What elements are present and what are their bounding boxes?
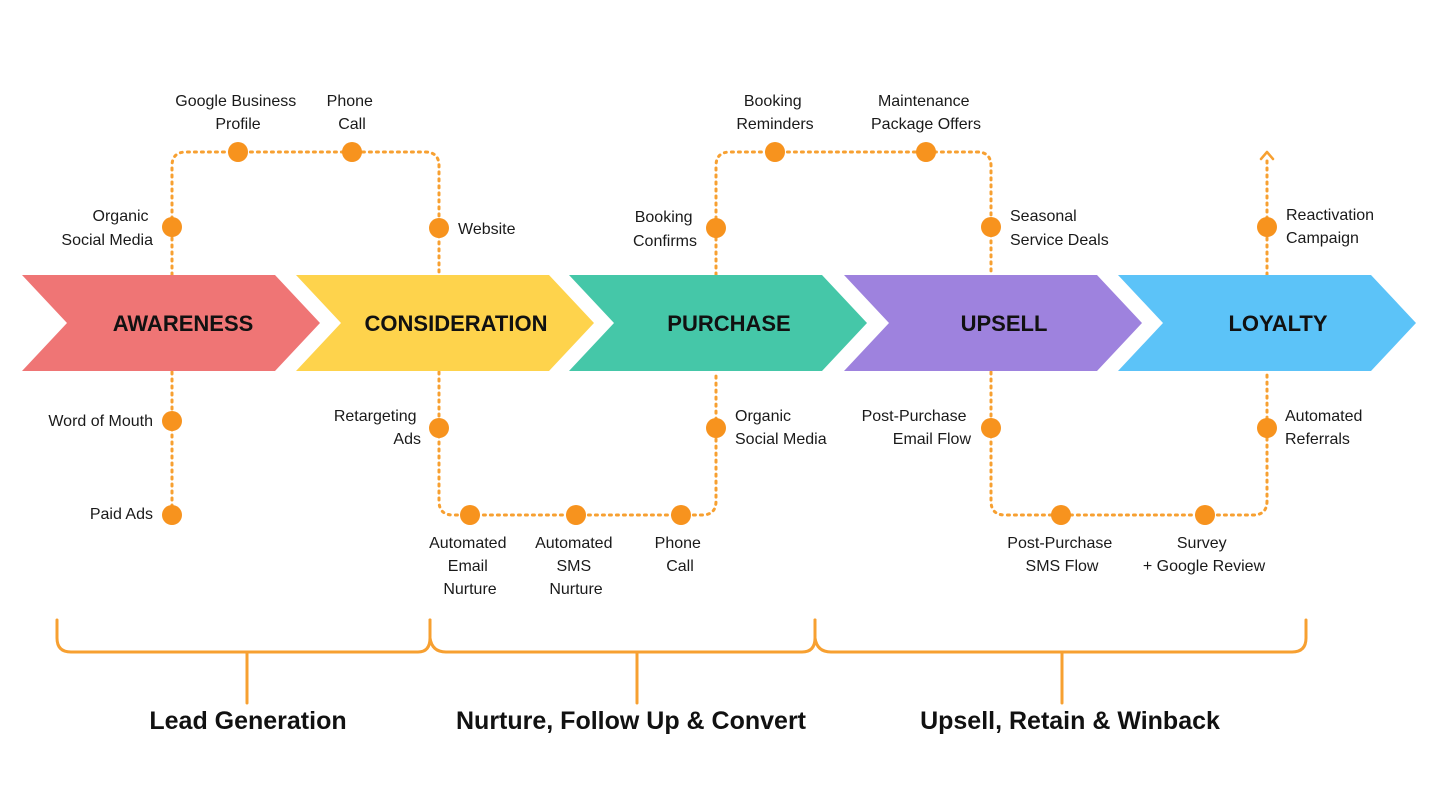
path-consideration-purchase-bottom [437, 370, 718, 517]
brace-nurture-convert [428, 618, 817, 705]
node-reactivation-campaign [1257, 217, 1277, 237]
label-survey-google-review: Survey + Google Review [1143, 535, 1266, 575]
label-website: Website [458, 221, 516, 238]
stage-purchase-chevron [569, 275, 867, 371]
node-automated-email-nurture [460, 505, 480, 525]
brace-upsell-retain [813, 618, 1308, 705]
label-automated-email-nurture: Automated Email Nurture [429, 535, 511, 598]
node-phone-call-bottom [671, 505, 691, 525]
node-maintenance-package-offers [916, 142, 936, 162]
path-awareness-top [170, 150, 441, 277]
node-phone-call-top [342, 142, 362, 162]
node-post-purchase-email-flow [981, 418, 1001, 438]
node-organic-social-top [162, 217, 182, 237]
group-lead-generation-label: Lead Generation [149, 707, 346, 735]
node-word-of-mouth [162, 411, 182, 431]
label-retargeting-ads: Retargeting Ads [334, 408, 421, 448]
label-automated-sms-nurture: Automated SMS Nurture [535, 535, 617, 598]
stage-awareness-label: AWARENESS [113, 311, 254, 336]
stage-consideration-label: CONSIDERATION [365, 311, 548, 336]
label-post-purchase-email-flow: Post-Purchase Email Flow [862, 408, 972, 448]
stage-upsell-label: UPSELL [961, 311, 1048, 336]
label-word-of-mouth: Word of Mouth [48, 413, 153, 430]
node-retargeting-ads [429, 418, 449, 438]
brace-lead-generation [55, 618, 432, 705]
stage-upsell-chevron [844, 275, 1142, 371]
node-survey-google-review [1195, 505, 1215, 525]
group-upsell-retain-label: Upsell, Retain & Winback [920, 707, 1220, 735]
node-website [429, 218, 449, 238]
stage-consideration-chevron [296, 275, 594, 371]
path-upsell-loyalty-bottom [989, 370, 1269, 517]
node-automated-referrals [1257, 418, 1277, 438]
node-organic-social-bottom [706, 418, 726, 438]
label-seasonal-service-deals: Seasonal Service Deals [1010, 208, 1109, 249]
node-seasonal-service-deals [981, 217, 1001, 237]
node-booking-reminders [765, 142, 785, 162]
stage-loyalty-label: LOYALTY [1228, 311, 1327, 336]
node-paid-ads [162, 505, 182, 525]
stage-purchase-label: PURCHASE [667, 311, 790, 336]
stage-loyalty-chevron [1118, 275, 1416, 371]
stage-awareness-chevron [22, 275, 320, 371]
node-post-purchase-sms-flow [1051, 505, 1071, 525]
node-google-business-profile [228, 142, 248, 162]
node-booking-confirms [706, 218, 726, 238]
label-paid-ads: Paid Ads [90, 506, 153, 523]
label-organic-social-top: Organic Social Media [61, 208, 153, 249]
group-nurture-convert-label: Nurture, Follow Up & Convert [456, 707, 807, 735]
label-phone-call-bottom: Phone Call [655, 535, 706, 575]
label-booking-confirms: Booking Confirms [633, 209, 697, 250]
path-purchase-upsell-top [714, 150, 993, 277]
label-post-purchase-sms-flow: Post-Purchase SMS Flow [1007, 535, 1116, 575]
label-automated-referrals: Automated Referrals [1285, 408, 1367, 448]
node-automated-sms-nurture [566, 505, 586, 525]
label-phone-call-top: Phone Call [327, 93, 378, 133]
label-organic-social-bottom: Organic Social Media [735, 408, 827, 448]
arrow-up-icon [1259, 150, 1275, 161]
label-google-business-profile: Google Business Profile [175, 93, 300, 133]
label-booking-reminders: Booking Reminders [736, 93, 813, 133]
label-reactivation-campaign: Reactivation Campaign [1286, 207, 1379, 247]
label-maintenance-package-offers: Maintenance Package Offers [871, 93, 981, 133]
